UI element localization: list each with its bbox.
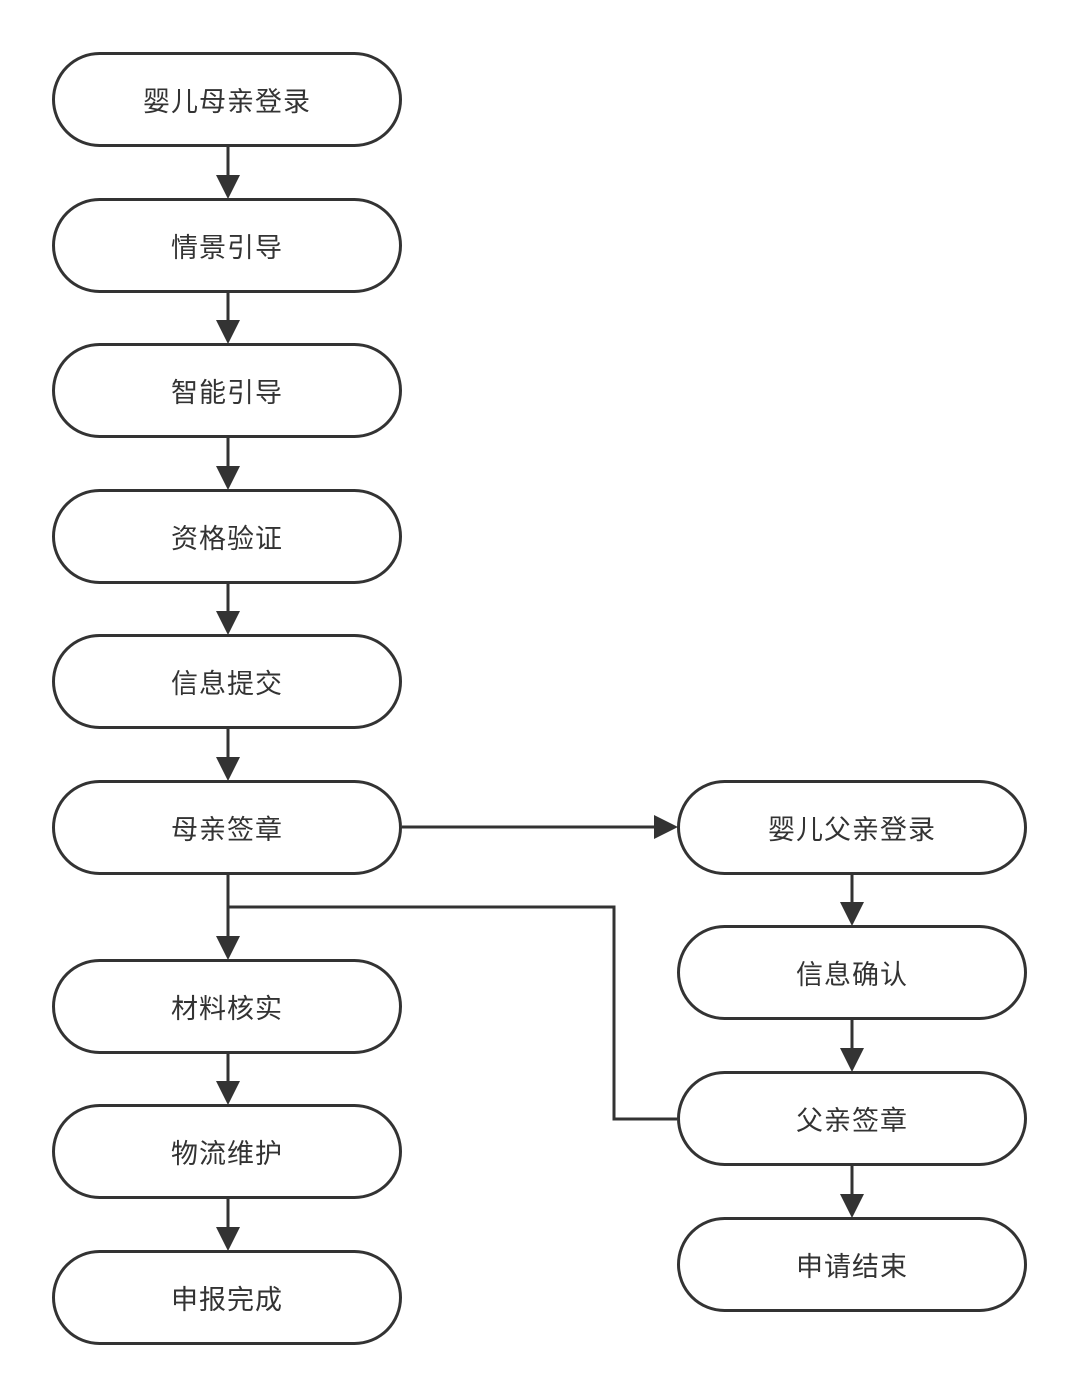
node-father-login: 婴儿父亲登录	[677, 780, 1027, 875]
node-report-complete: 申报完成	[52, 1250, 402, 1345]
node-label: 父亲签章	[796, 1106, 908, 1137]
node-label: 申报完成	[171, 1285, 283, 1316]
node-label: 情景引导	[171, 233, 283, 264]
node-label: 信息确认	[796, 960, 908, 991]
node-label: 婴儿母亲登录	[143, 87, 311, 118]
edge-father-sign-to-material-merge	[228, 905, 677, 1121]
node-info-submit: 信息提交	[52, 634, 402, 729]
node-label: 资格验证	[171, 524, 283, 555]
node-scenario-guide: 情景引导	[52, 198, 402, 293]
node-label: 信息提交	[171, 669, 283, 700]
node-label: 材料核实	[171, 994, 283, 1025]
node-material-verify: 材料核实	[52, 959, 402, 1054]
node-mother-signature: 母亲签章	[52, 780, 402, 875]
node-smart-guide: 智能引导	[52, 343, 402, 438]
node-label: 母亲签章	[171, 815, 283, 846]
node-father-signature: 父亲签章	[677, 1071, 1027, 1166]
node-mother-login: 婴儿母亲登录	[52, 52, 402, 147]
node-application-end: 申请结束	[677, 1217, 1027, 1312]
node-label: 申请结束	[796, 1252, 908, 1283]
node-label: 智能引导	[171, 378, 283, 409]
node-info-confirm: 信息确认	[677, 925, 1027, 1020]
node-label: 婴儿父亲登录	[768, 815, 936, 846]
node-label: 物流维护	[171, 1139, 283, 1170]
node-logistics: 物流维护	[52, 1104, 402, 1199]
node-eligibility-check: 资格验证	[52, 489, 402, 584]
